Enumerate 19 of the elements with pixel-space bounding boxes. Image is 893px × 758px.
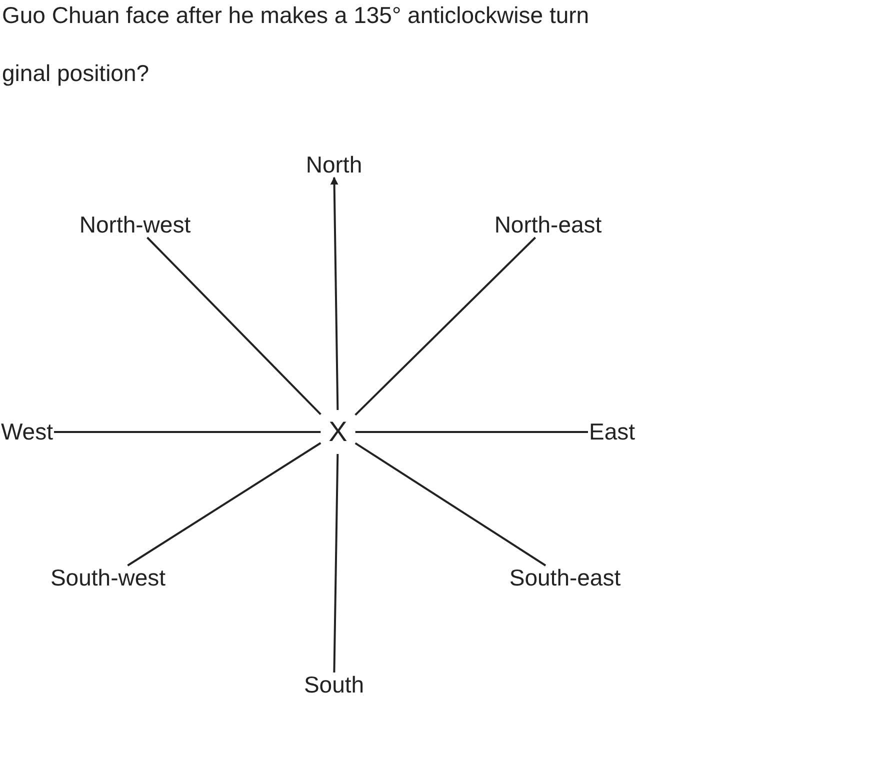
line <box>354 442 546 566</box>
line <box>146 236 322 416</box>
direction-label: South <box>304 674 364 696</box>
direction-label: West <box>1 420 53 444</box>
question-text: Guo Chuan face after he makes a 135° anticlockwise turn <box>2 4 590 27</box>
direction-label: South-east <box>509 566 621 590</box>
line <box>127 442 322 566</box>
direction-label: North-west <box>79 214 191 236</box>
line <box>54 431 321 433</box>
direction-label: North-east <box>494 214 602 236</box>
line <box>354 236 536 416</box>
direction-label: East <box>588 420 636 444</box>
direction-label: South-west <box>50 566 166 590</box>
line <box>355 431 588 433</box>
arrow <box>330 176 339 410</box>
direction-label: North <box>306 154 362 176</box>
center-mark: X <box>328 418 348 446</box>
line <box>333 454 339 673</box>
question-text: ginal position? <box>2 62 150 85</box>
